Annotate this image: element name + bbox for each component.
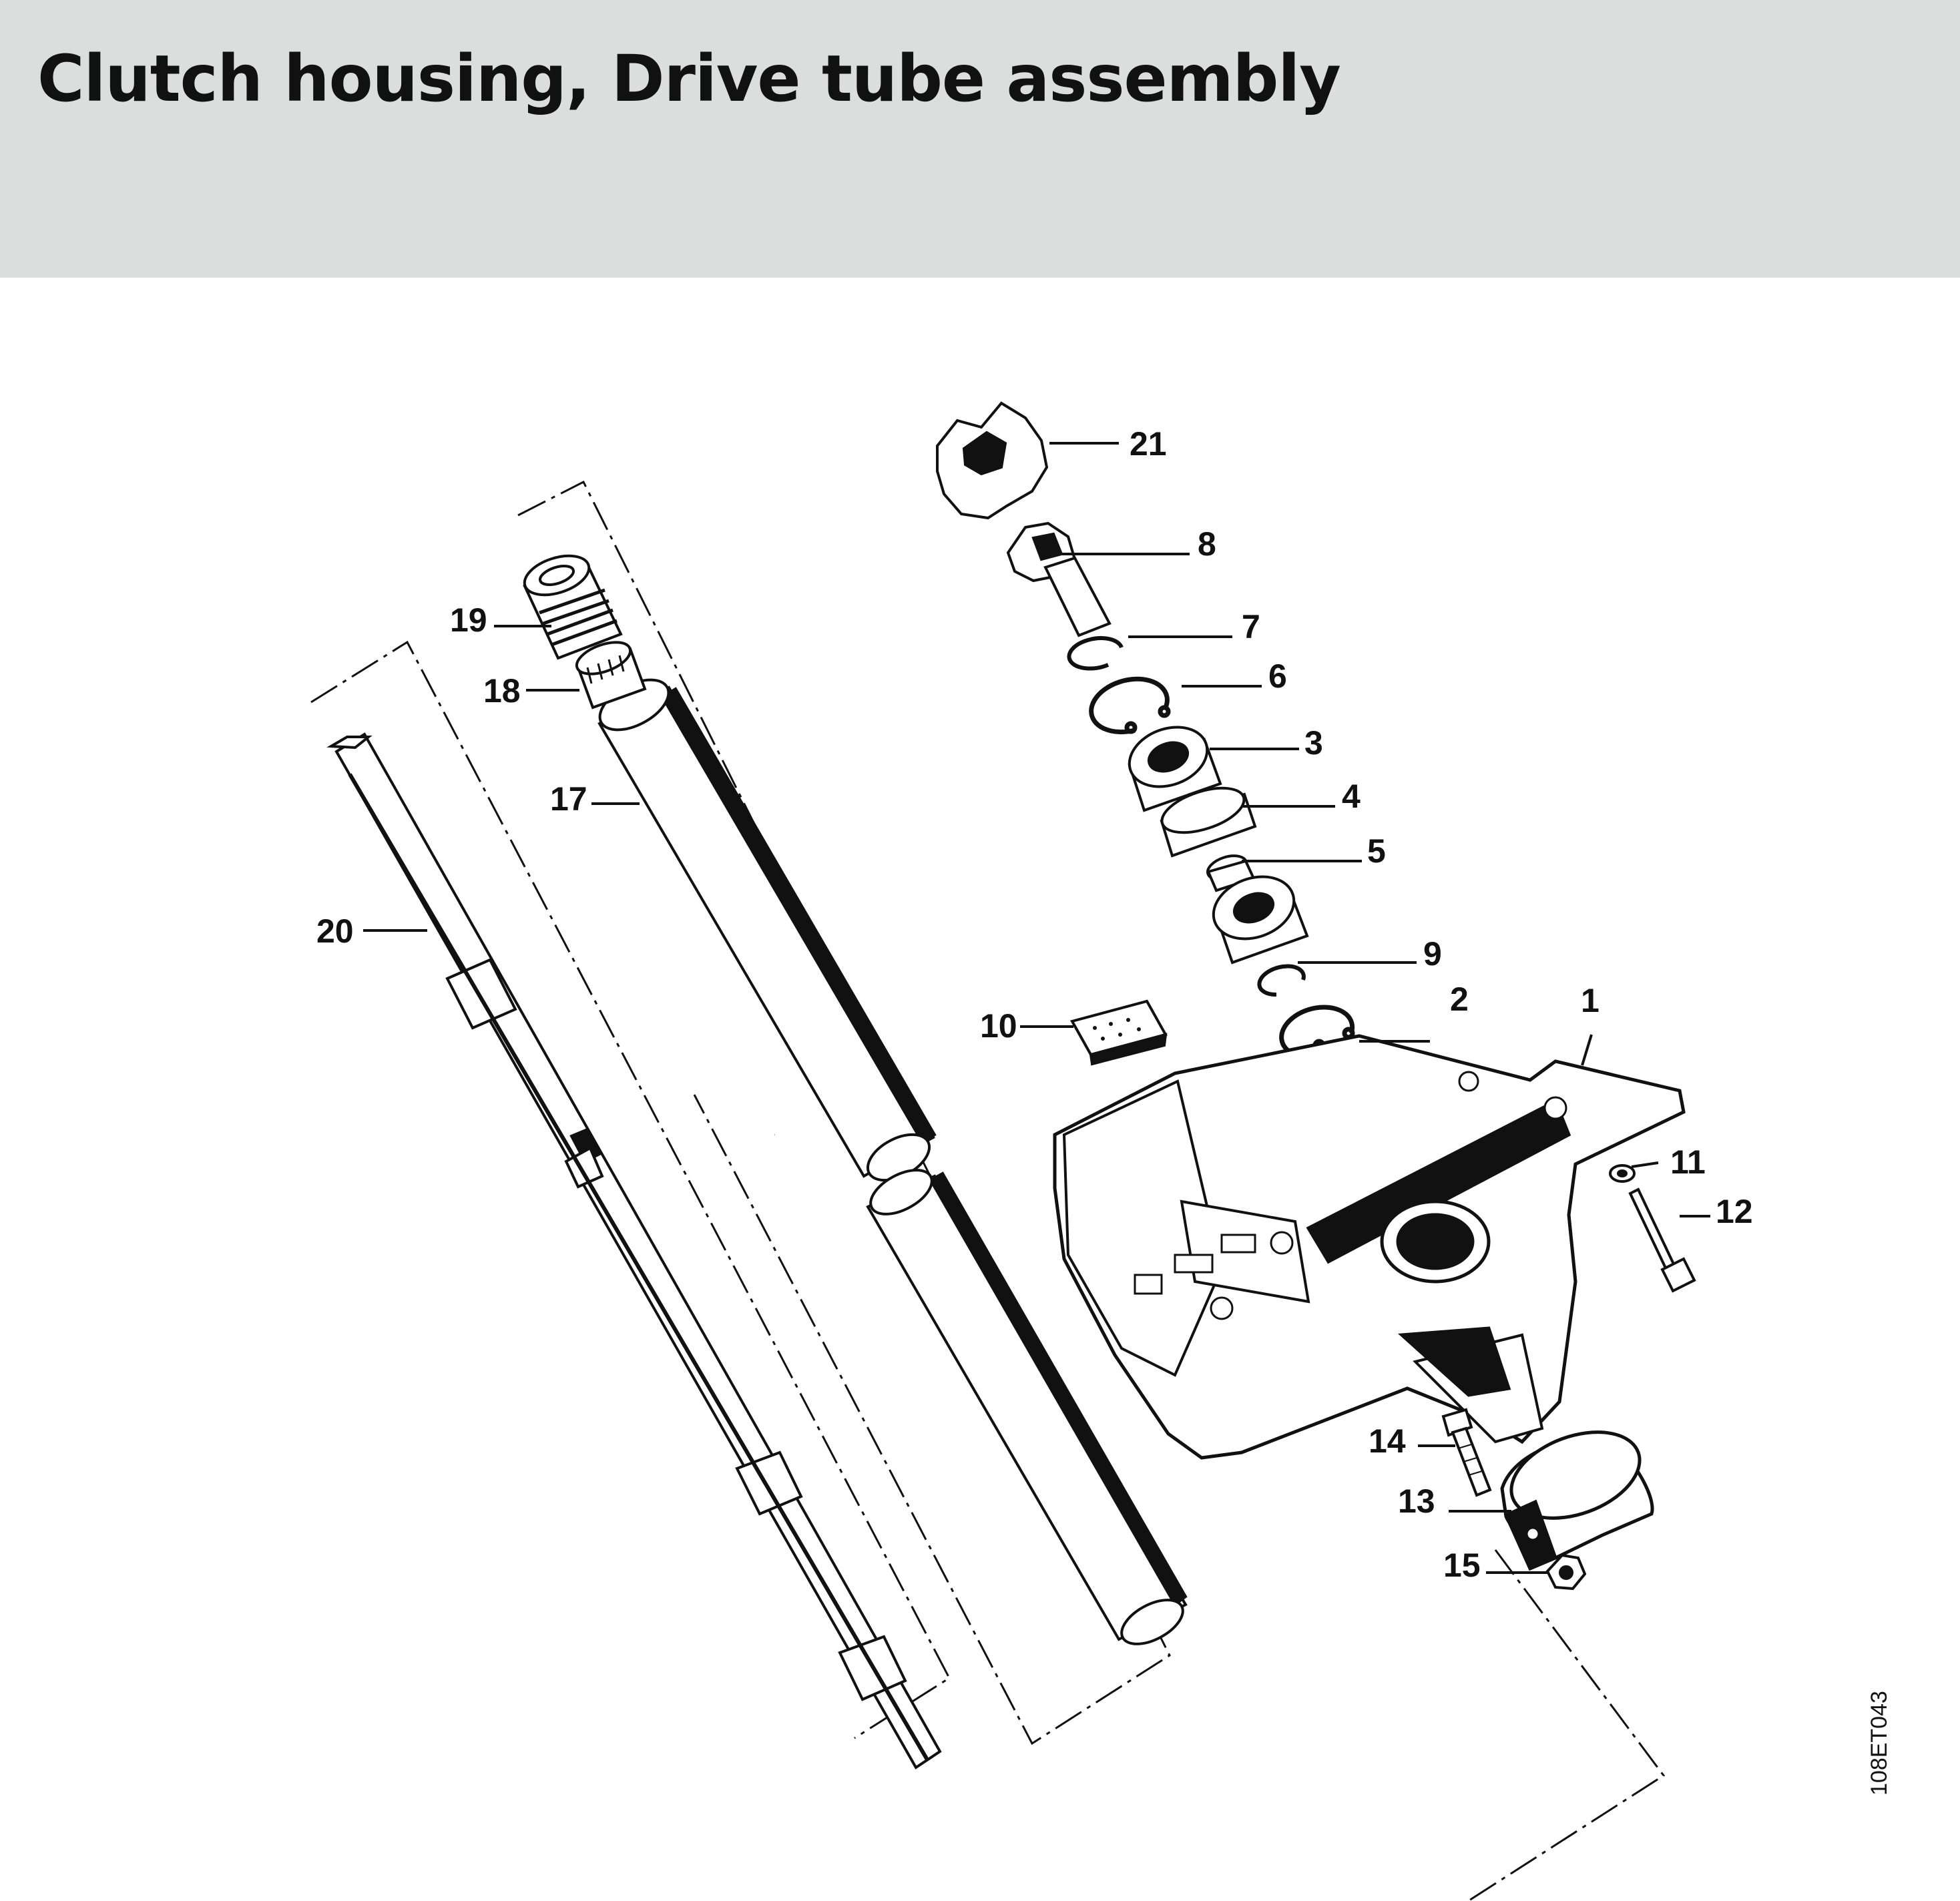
spacer-ring-part [1160,786,1257,858]
needle-bearing-part [575,641,647,710]
star-socket-part [936,401,1049,520]
callout-labels: 21 8 7 6 3 4 5 9 2 1 10 11 12 14 13 15 1… [316,425,1753,1584]
callout-4: 4 [1342,778,1361,815]
long-bolt-part [1628,1187,1696,1293]
callout-2: 2 [1450,981,1469,1018]
header-band [0,0,1960,278]
clamp-part [1500,1430,1654,1571]
sleeve-part [1206,854,1256,892]
rubber-pad-part [1069,999,1168,1066]
large-circlip-part [1089,676,1171,735]
nut-part [1545,1553,1587,1591]
callout-14: 14 [1369,1422,1406,1460]
drive-shaft-part [326,732,942,1770]
callout-17: 17 [550,780,587,818]
pinion-shaft-part [1006,521,1112,637]
callout-1: 1 [1581,982,1600,1019]
washer-part [1609,1164,1636,1183]
callout-12: 12 [1716,1193,1753,1230]
drive-tube-part [597,678,1188,1645]
callout-6: 6 [1268,657,1287,695]
screw-part [1441,1408,1492,1497]
callout-15: 15 [1443,1547,1481,1584]
threaded-sleeve-part [523,554,623,660]
callout-20: 20 [316,912,354,950]
callout-7: 7 [1242,608,1260,645]
ball-bearing-upper-part [1128,726,1222,812]
ball-bearing-lower-part [1212,875,1309,965]
page-title: Clutch housing, Drive tube assembly [37,41,1341,116]
callout-21: 21 [1130,425,1167,463]
clutch-housing-part [1053,1034,1686,1460]
callout-9: 9 [1423,935,1442,973]
callout-19: 19 [450,601,487,639]
callout-8: 8 [1198,525,1216,563]
callout-10: 10 [980,1007,1017,1045]
circlip-nine-part [1257,964,1306,997]
callout-18: 18 [483,672,521,710]
callout-13: 13 [1398,1482,1435,1520]
callout-3: 3 [1304,724,1323,762]
callout-5: 5 [1367,832,1386,870]
drawing-code: 108ET043 [1867,1691,1892,1796]
callout-leader-lines [363,442,1710,1574]
callout-11: 11 [1670,1143,1706,1181]
small-circlip-part [1067,636,1124,671]
